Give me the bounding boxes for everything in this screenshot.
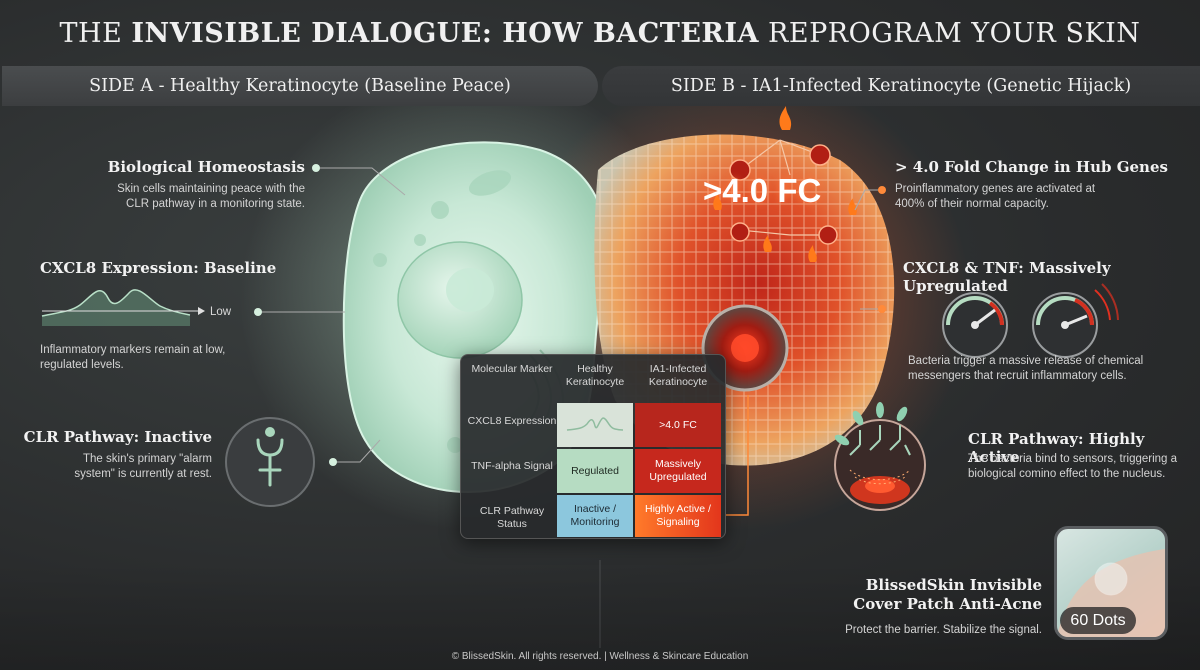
product-name-line2: Cover Patch Anti-Acne — [853, 595, 1042, 613]
page-title: THE INVISIBLE DIALOGUE: HOW BACTERIA REP… — [0, 18, 1200, 49]
table-cell: >4.0 FC — [635, 403, 721, 447]
clr-active-title: CLR Pathway: Highly Active — [968, 430, 1145, 466]
baseline-wave — [42, 289, 190, 326]
title-bold: INVISIBLE DIALOGUE: HOW BACTERIA — [131, 18, 759, 49]
table-row-label: CXCL8 Expression — [467, 415, 557, 427]
table-row-label: TNF-alpha Signal — [471, 460, 553, 472]
side-b-header: SIDE B - IA1-Infected Keratinocyte (Gene… — [602, 66, 1200, 106]
low-label: Low — [210, 306, 232, 318]
clr-active-text: The bacteria bind to sensors, triggering… — [968, 453, 1178, 480]
cxcl8-tnf-title: CXCL8 & TNF: Massively Upregulated — [903, 259, 1111, 295]
product-badge: 60 Dots — [1060, 607, 1136, 634]
table-row-label: CLR Pathway Status — [479, 505, 545, 530]
gauge-icon — [942, 292, 1008, 358]
title-suffix: REPROGRAM YOUR SKIN — [758, 18, 1141, 49]
flame-icon — [713, 106, 857, 262]
footer: © BlissedSkin. All rights reserved. | We… — [451, 651, 749, 662]
table-header: Molecular Marker — [471, 363, 553, 375]
hub-genes-text: Proinflammatory genes are activated at 4… — [895, 183, 1096, 210]
table-header: IA1-Infected Keratinocyte — [648, 363, 708, 388]
hub-genes-title: > 4.0 Fold Change in Hub Genes — [895, 158, 1168, 176]
bottom-band — [0, 562, 1200, 670]
table-cell — [557, 403, 633, 447]
gauge-icon — [1032, 283, 1119, 358]
title-prefix: THE — [59, 18, 132, 49]
homeostasis-title: Biological Homeostasis — [107, 158, 305, 176]
product-name-line1: BlissedSkin Invisible — [865, 576, 1042, 594]
table-cell: Regulated — [557, 449, 633, 493]
table-cell: Inactive / Monitoring — [557, 495, 633, 537]
mini-wave — [566, 417, 624, 431]
cxcl8-baseline-title: CXCL8 Expression: Baseline — [40, 259, 277, 277]
table-cell: Highly Active / Signaling — [635, 495, 721, 537]
cxcl8-baseline-text: Inflammatory markers remain at low, regu… — [40, 344, 226, 371]
side-a-header: SIDE A - Healthy Keratinocyte (Baseline … — [2, 66, 598, 106]
clr-inactive-text: The skin's primary "alarm system" is cur… — [74, 453, 212, 480]
comparison-table: Molecular Marker Healthy Keratinocyte IA… — [460, 354, 726, 539]
table-header: Healthy Keratinocyte — [565, 363, 625, 388]
product-tagline: Protect the barrier. Stabilize the signa… — [845, 624, 1042, 636]
table-cell: Massively Upregulated — [635, 449, 721, 493]
homeostasis-text: Skin cells maintaining peace with the CL… — [117, 183, 305, 210]
cxcl8-tnf-text: Bacteria trigger a massive release of ch… — [908, 355, 1144, 382]
clr-inactive-title: CLR Pathway: Inactive — [23, 428, 212, 446]
dna-icon — [729, 144, 838, 245]
fold-change-label: >4.0 FC — [703, 172, 822, 209]
